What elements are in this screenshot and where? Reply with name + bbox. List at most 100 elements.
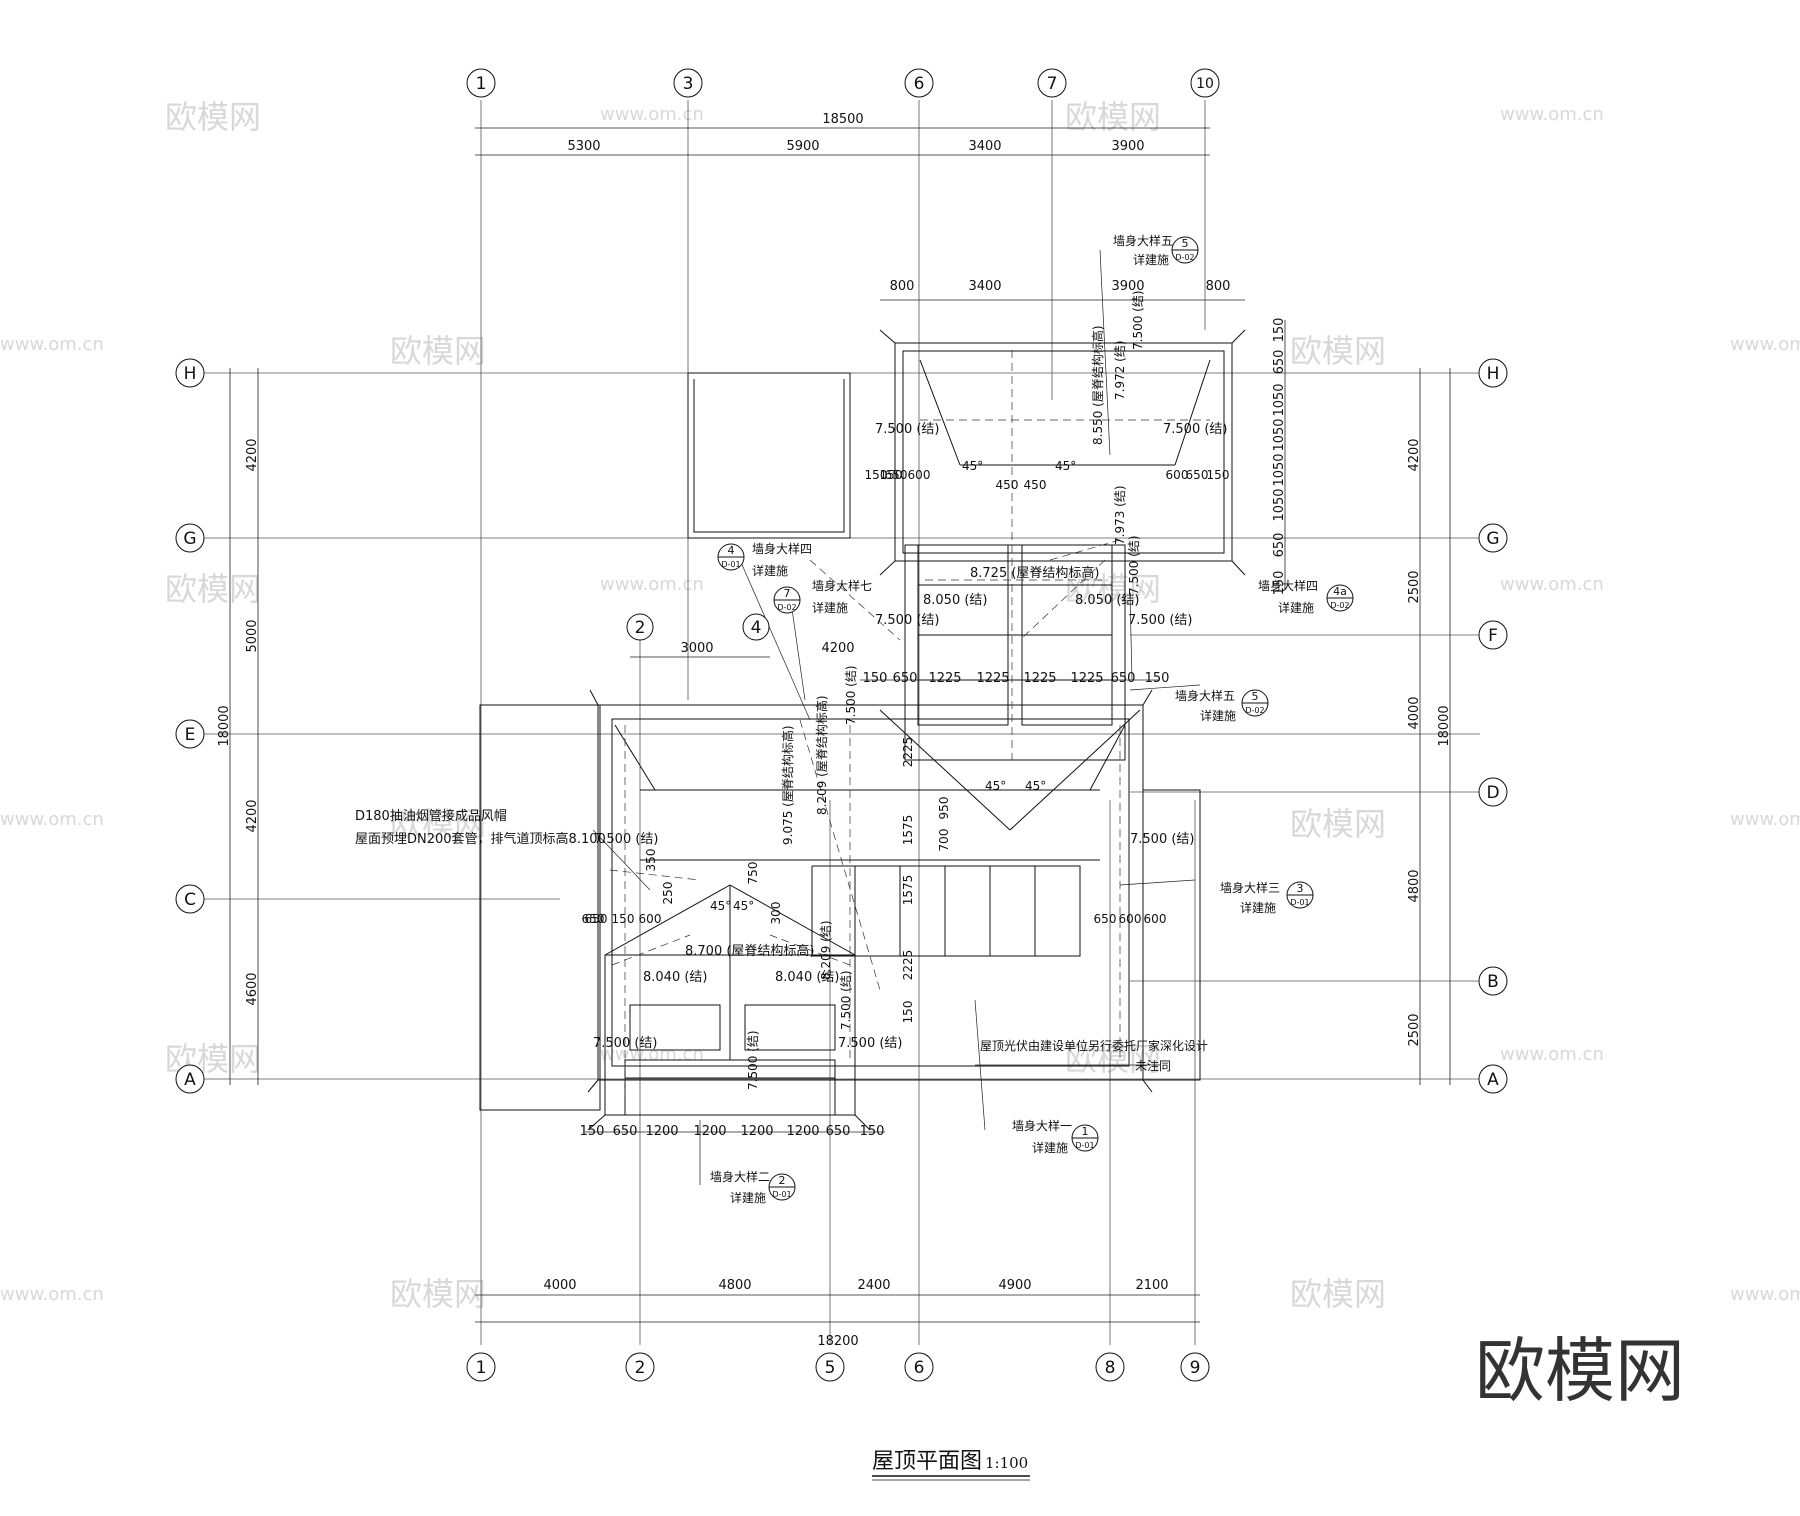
axis-right-g: G	[1486, 529, 1499, 549]
axis-inner-4: 4	[751, 618, 762, 638]
angle-label: 45°	[962, 459, 983, 473]
elevation-label: 7.972 (结)	[1113, 340, 1127, 400]
detail-sheet: D-01	[772, 1190, 791, 1199]
dim-misc: 600	[908, 468, 931, 482]
watermarks: www.om.cn www.om.cn www.om.cn www.om.cn …	[0, 104, 1800, 1305]
watermark-logo: 欧模网	[165, 570, 261, 608]
dim-row-a: 1225	[1070, 671, 1103, 686]
elevation-label: 7.500 (结)	[1128, 613, 1193, 628]
elevation-label: 9.075 (屋脊结构标高)	[780, 725, 795, 845]
dim-misc: 350	[644, 849, 658, 872]
dim-bottom-small: 1200	[645, 1124, 678, 1139]
dim-right-stack: 1050	[1272, 383, 1287, 416]
dim-misc: 1575	[901, 815, 915, 846]
detail-num: 3	[1297, 882, 1304, 895]
watermark-logo: 欧模网	[390, 805, 486, 843]
dim-row-a: 650	[1111, 671, 1136, 686]
angle-label: 45°	[710, 899, 731, 913]
dim-right-seg: 2500	[1407, 570, 1422, 603]
dim-bottom-seg: 4800	[718, 1278, 751, 1293]
dim-right-stack: 1050	[1272, 453, 1287, 486]
elevation-label: 7.500 (结)	[839, 970, 853, 1030]
watermark-logo: 欧模网	[1290, 332, 1386, 370]
detail-sheet: D-02	[777, 603, 796, 612]
elevation-label: 7.500 (结)	[844, 665, 858, 725]
dim-bottom-small: 1200	[786, 1124, 819, 1139]
dimension-texts: 18500 5300 5900 3400 3900 800 3400 3900 …	[543, 112, 1230, 1349]
dim-right-seg: 4000	[1407, 696, 1422, 729]
axis-bottom-2: 2	[635, 1358, 646, 1378]
detail-note: 详建施	[1240, 900, 1276, 915]
dim-upper: 3400	[968, 279, 1001, 294]
dim-bottom-seg: 4900	[998, 1278, 1031, 1293]
axis-bottom-9: 9	[1190, 1358, 1201, 1378]
detail-note: 详建施	[1200, 708, 1236, 723]
dim-right-stack: 1050	[1272, 488, 1287, 521]
dim-right-stack: 1050	[1272, 418, 1287, 451]
dim-left-seg: 4200	[245, 438, 260, 471]
watermark-logo: 欧模网	[1065, 1040, 1161, 1078]
watermark-logo: 欧模网	[165, 98, 261, 136]
vent-note-line1: D180抽油烟管接成品风帽	[355, 808, 507, 824]
detail-num: 7	[784, 587, 791, 600]
dim-misc: 450	[996, 478, 1019, 492]
detail-note: 详建施	[1032, 1140, 1068, 1155]
elevation-label: 7.500 (结)	[875, 613, 940, 628]
dim-left-seg: 4200	[245, 799, 260, 832]
detail-callouts	[717, 236, 1354, 1201]
drawing-scale: 1:100	[985, 1454, 1028, 1472]
drawing-title-block: 屋顶平面图 1:100	[872, 1449, 1030, 1481]
dim-misc: 650	[885, 468, 908, 482]
dim-left-seg: 5000	[245, 619, 260, 652]
dim-misc: 150	[1207, 468, 1230, 482]
watermark-logo: 欧模网	[390, 332, 486, 370]
dim-row-a: 150	[1145, 671, 1170, 686]
dim-misc: 250	[661, 882, 675, 905]
dim-misc: 600	[639, 912, 662, 926]
dim-top-seg: 5300	[567, 139, 600, 154]
dim-bottom-small: 650	[613, 1124, 638, 1139]
elevation-label: 8.550 (屋脊结构标高)	[1090, 325, 1105, 445]
elevation-label: 8.040 (结)	[775, 970, 840, 985]
axis-top-6: 6	[914, 74, 925, 94]
axis-left-c: C	[184, 890, 196, 910]
dim-misc: 1575	[901, 875, 915, 906]
elevation-label: 8.700 (屋脊结构标高)	[685, 943, 815, 959]
brand-logo-text: 欧模网	[1475, 1330, 1685, 1412]
elevation-label: 7.500 (结)	[746, 1030, 760, 1090]
detail-sheet: D-02	[1245, 706, 1264, 715]
elevation-label: 7.500 (结)	[593, 1036, 658, 1051]
watermark-site: www.om.cn	[600, 574, 704, 595]
dim-right-seg: 4200	[1407, 438, 1422, 471]
dim-right-stack: 150	[1272, 571, 1287, 596]
detail-label: 墙身大样四	[1258, 578, 1318, 593]
dim-upper: 800	[890, 279, 915, 294]
dim-top-seg: 3900	[1111, 139, 1144, 154]
vent-note-line2: 屋面预埋DN200套管，排气道顶标高8.100	[355, 831, 606, 847]
drawing-title: 屋顶平面图	[872, 1449, 982, 1474]
angle-label: 45°	[733, 899, 754, 913]
detail-note: 详建施	[1278, 600, 1314, 615]
dim-row-a: 1225	[976, 671, 1009, 686]
detail-label: 墙身大样四	[752, 541, 812, 556]
elevation-label: 7.500 (结)	[1163, 422, 1228, 437]
dim-misc: 300	[769, 902, 783, 925]
dim-right-stack: 150	[1272, 318, 1287, 343]
watermark-site: www.om.cn	[0, 334, 104, 355]
watermark-logo: 欧模网	[390, 1275, 486, 1313]
detail-num: 1	[1082, 1125, 1089, 1138]
elevation-label: 7.500 (结)	[875, 422, 940, 437]
dim-bottom-small: 1200	[740, 1124, 773, 1139]
watermark-site: www.om.cn	[0, 809, 104, 830]
detail-num: 5	[1182, 237, 1189, 250]
watermark-site: www.om.cn	[600, 104, 704, 125]
detail-label: 墙身大样七	[812, 578, 872, 593]
axis-right-b: B	[1487, 972, 1499, 992]
axis-left-e: E	[185, 725, 196, 745]
axis-bottom-8: 8	[1105, 1358, 1116, 1378]
leader-lines	[592, 249, 1201, 1185]
dim-misc: 150	[901, 1001, 915, 1024]
detail-num: 4a	[1333, 585, 1347, 598]
watermark-logo: 欧模网	[1290, 805, 1386, 843]
